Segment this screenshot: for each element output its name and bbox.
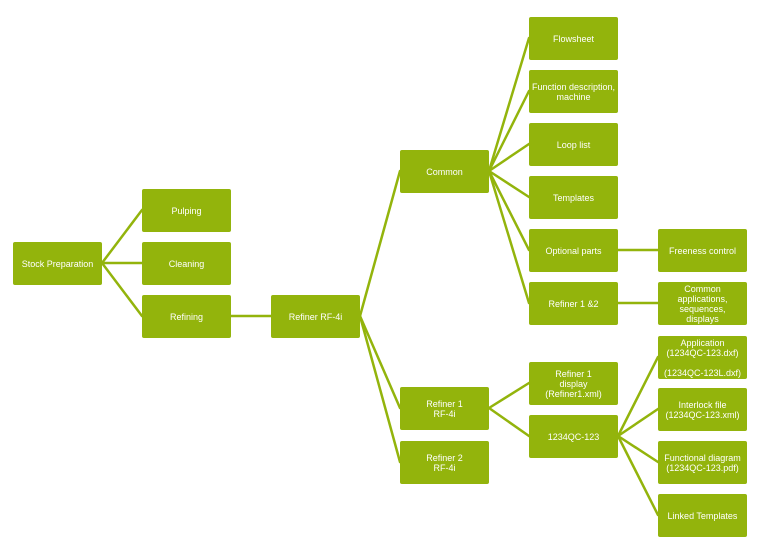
node-pulping: Pulping [142,189,231,232]
node-1234qc-123: 1234QC-123 [529,415,618,458]
connector [616,434,660,464]
node-refiner-rf4i: Refiner RF-4i [271,295,360,338]
node-label: Interlock file (1234QC-123.xml) [665,399,740,420]
node-label: Freeness control [668,245,737,256]
node-label: Function description, machine [531,81,616,102]
node-label: Refining [169,311,204,322]
connector [616,407,660,438]
node-label: Common [426,166,463,177]
node-label: Pulping [171,205,202,216]
node-label: 1234QC-123 [547,431,600,442]
connector [358,314,402,464]
connector [358,314,402,410]
node-interlock-file: Interlock file (1234QC-123.xml) [658,388,747,431]
node-refiner1-display: Refiner 1 display (Refiner1.xml) [529,362,618,405]
node-functional-diagram: Functional diagram (1234QC-123.pdf) [658,441,747,484]
connector [100,208,144,265]
node-label: Flowsheet [552,33,595,44]
node-freeness-control: Freeness control [658,229,747,272]
node-stock-preparation: Stock Preparation [13,242,102,285]
connector [100,261,144,318]
connector [487,142,531,173]
node-label: Stock Preparation [21,258,94,269]
node-label: Refiner RF-4i [288,311,343,322]
connector [487,169,531,305]
connector [616,434,660,517]
node-label: Common applications, sequences, displays [677,283,728,324]
node-optional-parts: Optional parts [529,229,618,272]
node-cleaning: Cleaning [142,242,231,285]
connector [616,355,660,438]
node-label: Functional diagram (1234QC-123.pdf) [664,452,741,473]
node-label: Application (1234QC-123.dxf) (1234QC-123… [663,337,742,378]
connector [487,169,531,199]
connector [487,36,531,173]
node-refiner-1-2: Refiner 1 &2 [529,282,618,325]
node-application: Application (1234QC-123.dxf) (1234QC-123… [658,336,747,379]
node-common: Common [400,150,489,193]
connector [487,89,531,173]
node-label: Refiner 1 display (Refiner1.xml) [545,368,602,399]
node-label: Loop list [556,139,591,150]
node-label: Refiner 1 RF-4i [426,398,463,419]
node-linked-templates: Linked Templates [658,494,747,537]
node-common-applications: Common applications, sequences, displays [658,282,747,325]
node-loop-list: Loop list [529,123,618,166]
connector [487,406,531,438]
node-refiner1-rf4i: Refiner 1 RF-4i [400,387,489,430]
node-label: Cleaning [168,258,205,269]
connector [358,169,402,318]
node-label: Refiner 1 &2 [548,298,599,309]
node-refiner2-rf4i: Refiner 2 RF-4i [400,441,489,484]
node-label: Optional parts [545,245,602,256]
node-templates: Templates [529,176,618,219]
node-function-description: Function description, machine [529,70,618,113]
connector [487,169,531,252]
connector [487,381,531,410]
node-label: Refiner 2 RF-4i [426,452,463,473]
node-flowsheet: Flowsheet [529,17,618,60]
node-refining: Refining [142,295,231,338]
node-label: Linked Templates [667,510,738,521]
node-label: Templates [552,192,595,203]
